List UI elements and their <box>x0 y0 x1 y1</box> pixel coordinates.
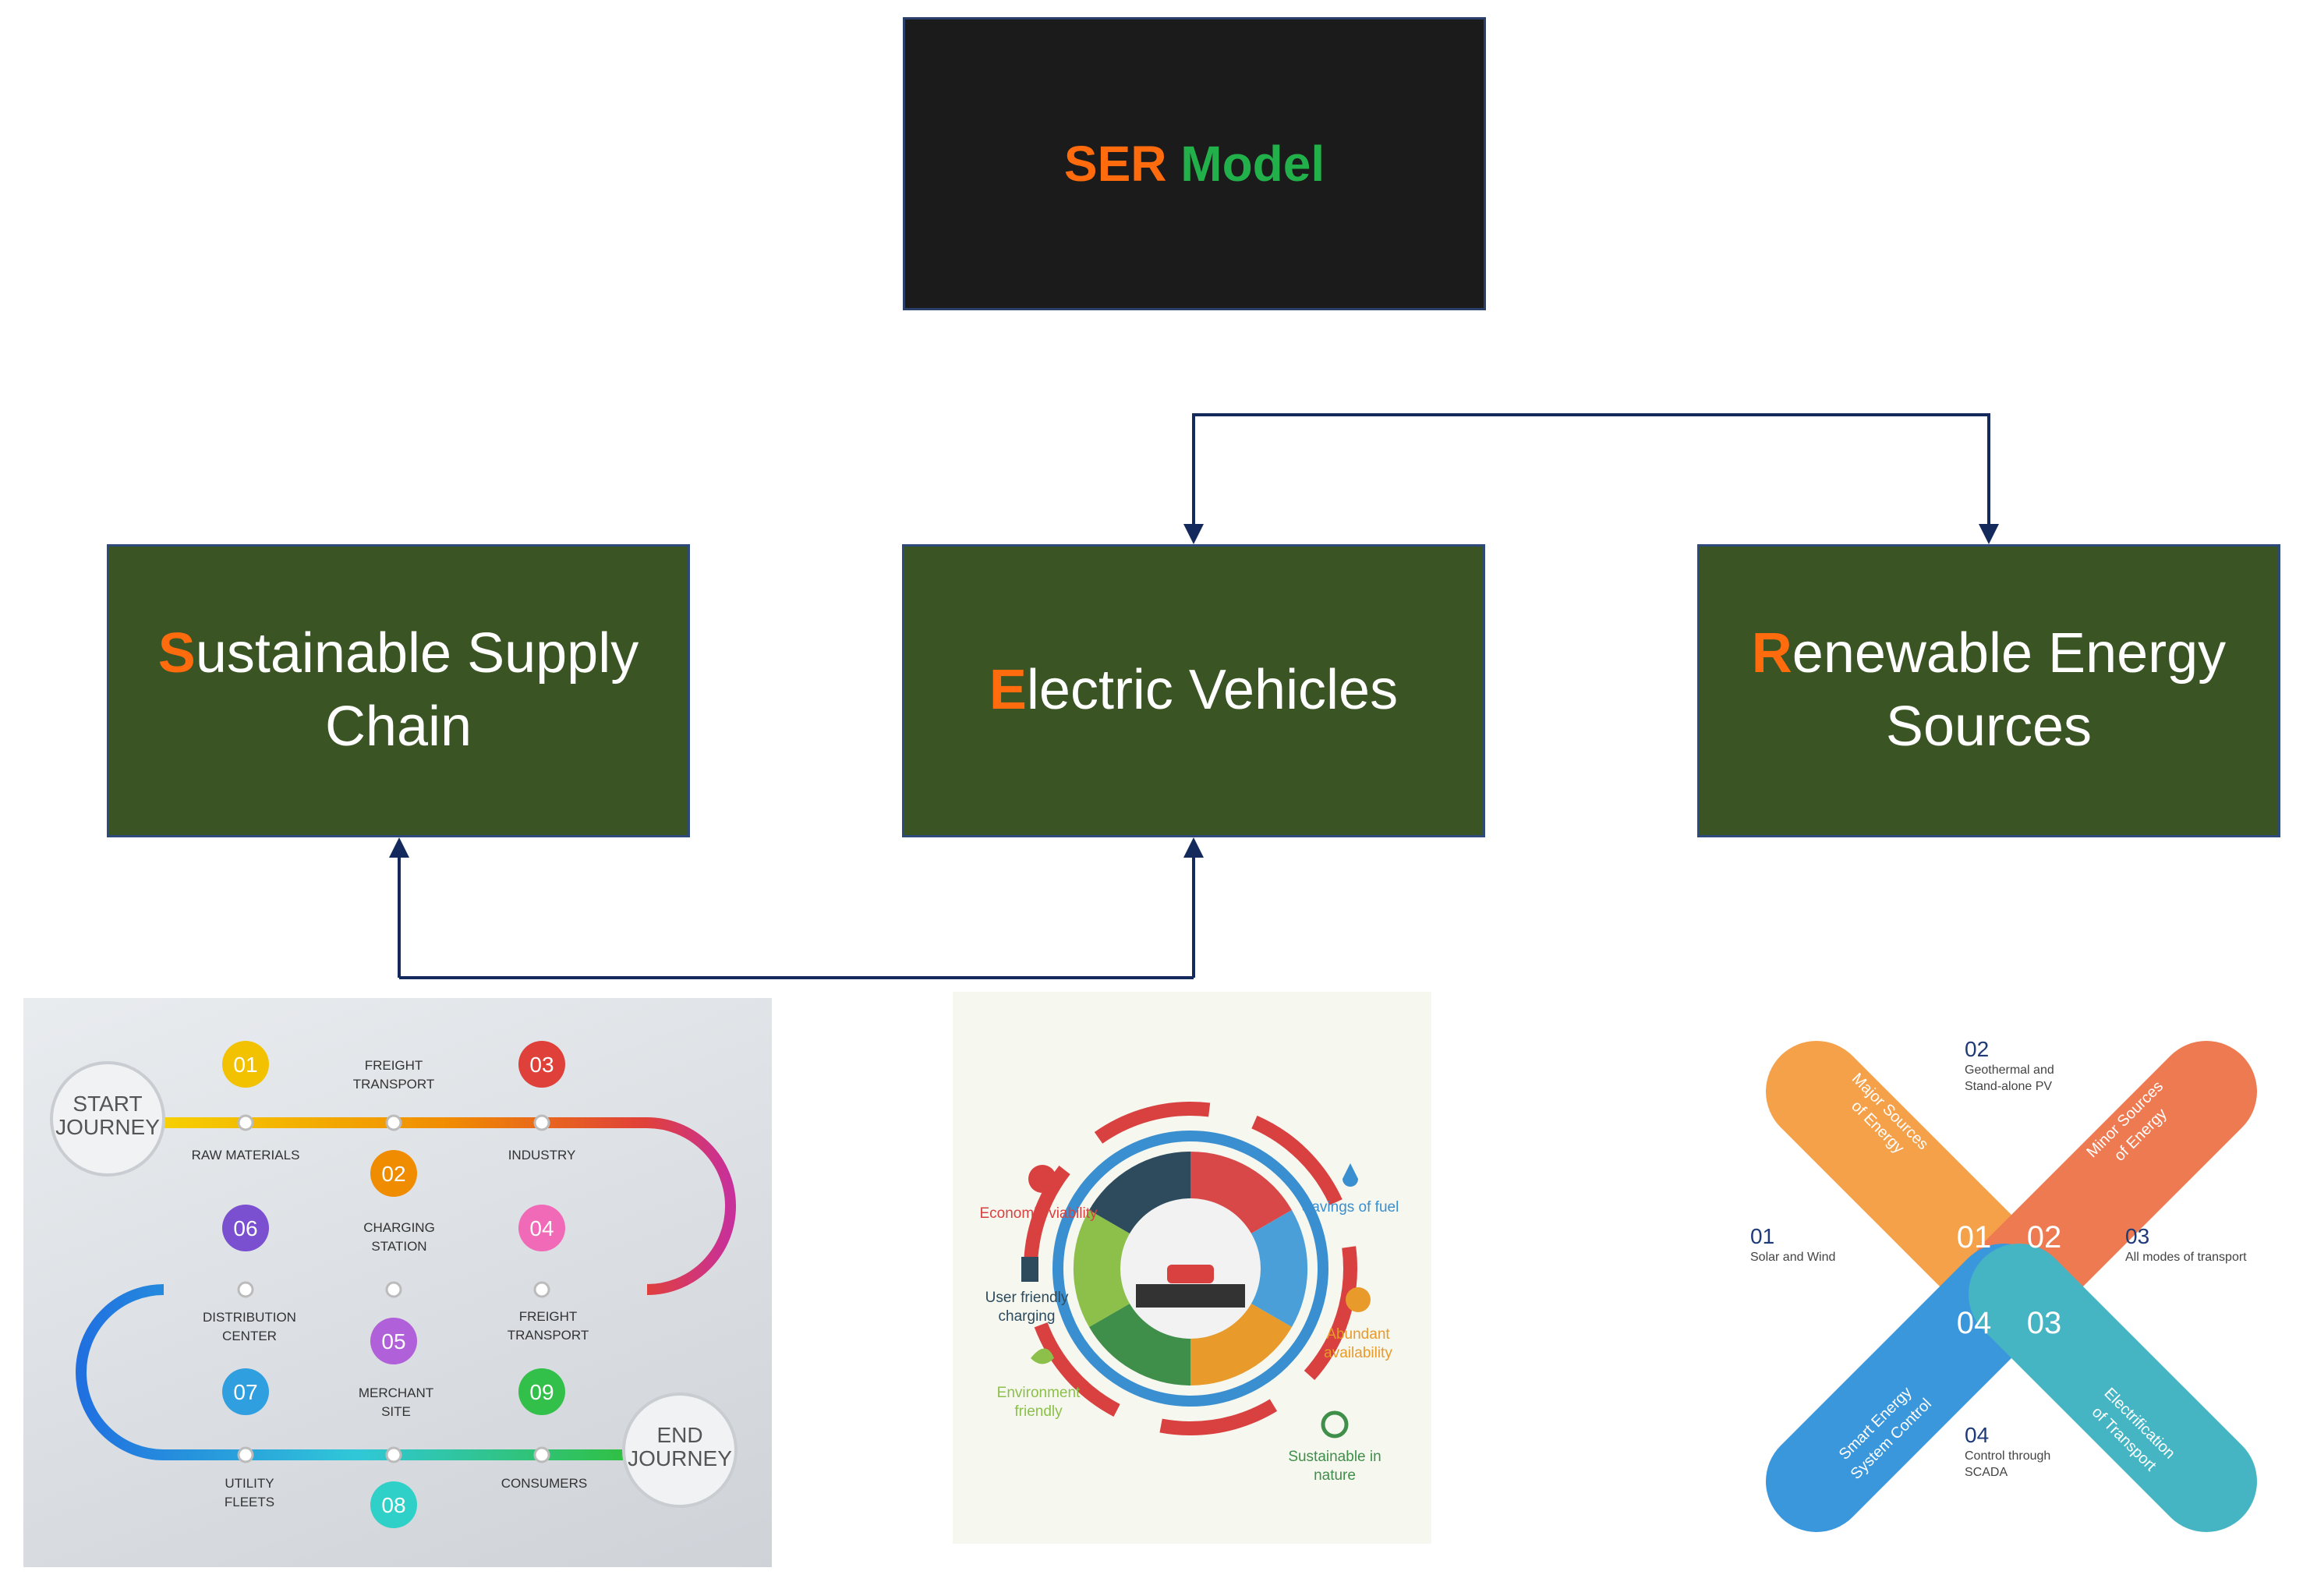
ev-abundant-1: Abundant <box>1326 1326 1390 1343</box>
electric-vehicles-box: Electric Vehicles <box>902 544 1485 837</box>
svg-text:Solar and Wind: Solar and Wind <box>1750 1251 1835 1264</box>
svg-text:02: 02 <box>381 1162 405 1186</box>
svg-text:Control through: Control through <box>1965 1449 2050 1463</box>
arrowhead-res-top <box>1979 524 1999 544</box>
svg-text:Geothermal and: Geothermal and <box>1965 1063 2054 1077</box>
svg-text:MERCHANT: MERCHANT <box>359 1385 433 1400</box>
top-connector <box>1192 413 1990 538</box>
ev-sust-2: nature <box>1314 1467 1356 1484</box>
start-label-2: JOURNEY <box>55 1115 160 1139</box>
ev-env-1: Environment <box>997 1385 1081 1401</box>
svg-text:06: 06 <box>233 1216 257 1240</box>
svg-text:DISTRIBUTION: DISTRIBUTION <box>203 1310 296 1325</box>
res-line1: enewable Energy <box>1792 622 2227 685</box>
svg-text:FLEETS: FLEETS <box>225 1495 274 1509</box>
svg-text:03: 03 <box>2125 1224 2149 1248</box>
ssc-line2: Chain <box>324 695 472 758</box>
supply-chain-journey-infographic: START JOURNEY END JOURNEY 01 RAW MATERIA… <box>23 998 772 1567</box>
ev-user-2: charging <box>999 1308 1056 1325</box>
svg-text:UTILITY: UTILITY <box>225 1476 274 1491</box>
svg-text:SITE: SITE <box>381 1404 411 1419</box>
step-07 <box>222 1368 269 1415</box>
ser-model-box: SER Model <box>903 17 1486 310</box>
model-word: Model <box>1166 136 1325 192</box>
step-04 <box>518 1205 565 1251</box>
svg-text:08: 08 <box>381 1493 405 1517</box>
svg-text:01: 01 <box>233 1053 257 1077</box>
ev-savings: Savings of fuel <box>1302 1199 1399 1216</box>
svg-text:02: 02 <box>2027 1220 2062 1255</box>
svg-text:INDUSTRY: INDUSTRY <box>508 1148 576 1162</box>
ev-benefits-infographic: Economic viability Savings of fuel User … <box>953 992 1431 1544</box>
svg-text:05: 05 <box>381 1329 405 1354</box>
svg-text:FREIGHT: FREIGHT <box>365 1058 423 1073</box>
svg-text:04: 04 <box>1957 1306 1992 1340</box>
s-letter: S <box>157 622 196 685</box>
e-letter: E <box>989 659 1027 722</box>
end-label-2: JOURNEY <box>628 1446 732 1470</box>
step-08 <box>370 1481 417 1528</box>
ev-line1: lectric Vehicles <box>1026 659 1399 722</box>
res-line2: Sources <box>1885 695 2093 758</box>
arrowhead-ev-bottom <box>1183 837 1204 858</box>
step-02 <box>370 1150 417 1197</box>
svg-text:01: 01 <box>1957 1220 1992 1255</box>
svg-text:STATION: STATION <box>371 1239 426 1254</box>
start-label-1: START <box>73 1092 142 1116</box>
svg-text:02: 02 <box>1965 1037 1989 1061</box>
renewable-energy-infographic: Major Sources of Energy Minor Sources of… <box>1731 1006 2292 1552</box>
svg-text:03: 03 <box>529 1053 554 1077</box>
renewable-x-svg: Major Sources of Energy Minor Sources of… <box>1750 1037 2257 1532</box>
ser-acronym: SER <box>1063 136 1167 192</box>
svg-text:TRANSPORT: TRANSPORT <box>353 1077 435 1092</box>
svg-text:RAW MATERIALS: RAW MATERIALS <box>192 1148 300 1162</box>
ev-sust-1: Sustainable in <box>1288 1449 1381 1465</box>
ev-abundant-2: availability <box>1324 1345 1392 1361</box>
svg-text:04: 04 <box>1965 1423 1989 1447</box>
step-03 <box>518 1041 565 1088</box>
arrowhead-ssc-bottom <box>389 837 409 858</box>
svg-text:FREIGHT: FREIGHT <box>519 1309 578 1324</box>
step-05 <box>370 1318 417 1364</box>
step-01 <box>222 1041 269 1088</box>
end-circle <box>622 1393 738 1508</box>
svg-text:TRANSPORT: TRANSPORT <box>508 1328 589 1343</box>
svg-text:All modes of transport: All modes of transport <box>2125 1251 2247 1264</box>
arrowhead-ev-top <box>1183 524 1204 544</box>
svg-text:CHARGING: CHARGING <box>363 1220 435 1235</box>
step-09 <box>518 1368 565 1415</box>
ev-env-2: friendly <box>1014 1403 1063 1420</box>
step-06 <box>222 1205 269 1251</box>
svg-text:SCADA: SCADA <box>1965 1466 2008 1479</box>
ssc-line1: ustainable Supply <box>195 622 639 685</box>
svg-text:01: 01 <box>1750 1224 1774 1248</box>
svg-text:03: 03 <box>2027 1306 2062 1340</box>
r-letter: R <box>1751 622 1792 685</box>
ev-user-1: User friendly <box>985 1290 1069 1306</box>
svg-text:CONSUMERS: CONSUMERS <box>501 1476 588 1491</box>
end-label-1: END <box>656 1423 702 1447</box>
svg-text:Stand-alone PV: Stand-alone PV <box>1965 1080 2052 1093</box>
svg-text:09: 09 <box>529 1380 554 1404</box>
journey-svg: START JOURNEY END JOURNEY 01 RAW MATERIA… <box>50 1041 738 1528</box>
svg-text:CENTER: CENTER <box>222 1329 277 1343</box>
svg-text:07: 07 <box>233 1380 257 1404</box>
ev-economic: Economic viability <box>980 1205 1098 1222</box>
ev-wheel-svg: Economic viability Savings of fuel User … <box>980 1102 1399 1484</box>
start-circle <box>50 1061 165 1177</box>
svg-text:04: 04 <box>529 1216 554 1240</box>
